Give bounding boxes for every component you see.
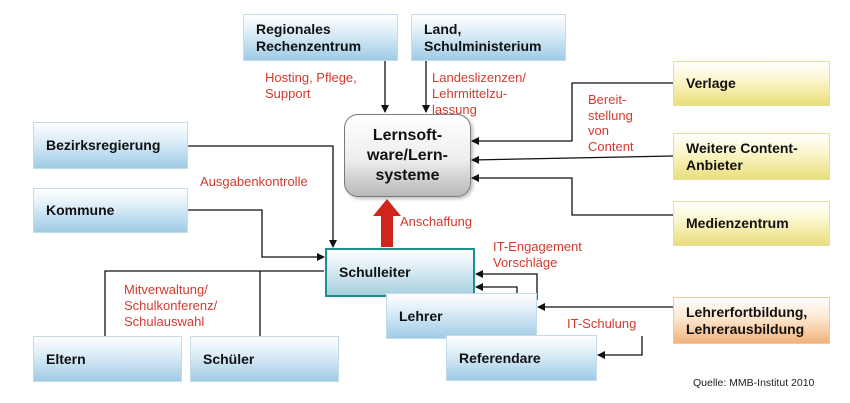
arrow-verlage-lernsoftware xyxy=(471,82,673,145)
box-lehrerfortbildung: Lehrerfortbildung, Lehrerausbildung xyxy=(673,297,830,344)
box-lernsoftware-lernsysteme: Lernsoft- ware/Lern- systeme xyxy=(344,114,471,197)
box-label: Medienzentrum xyxy=(686,215,789,231)
box-bezirksregierung: Bezirksregierung xyxy=(33,122,188,169)
arrow-bezirksregierung-schulleiter xyxy=(188,145,337,248)
box-label: Eltern xyxy=(46,350,86,367)
box-label: Weitere Content- Anbieter xyxy=(686,139,798,173)
label-hosting-pflege-support: Hosting, Pflege, Support xyxy=(265,70,357,101)
arrow-content-lernsoftware xyxy=(471,155,674,164)
arrow-kommune-schulleiter xyxy=(188,209,325,261)
line-eltern-schulleiter xyxy=(104,270,324,336)
box-eltern: Eltern xyxy=(33,336,182,382)
label-anschaffung: Anschaffung xyxy=(400,214,473,229)
box-referendare: Referendare xyxy=(446,335,597,381)
box-label: Lernsoft- ware/Lern- systeme xyxy=(367,126,448,184)
box-label: Lehrerfortbildung, Lehrerausbildung xyxy=(686,303,808,337)
source-note: Quelle: MMB-Institut 2010 xyxy=(693,377,815,389)
box-lehrer: Lehrer xyxy=(386,293,537,339)
label-it-engagement: IT-Engagement Vorschläge xyxy=(493,239,582,270)
box-medienzentrum: Medienzentrum xyxy=(673,201,830,246)
box-label: Regionales Rechenzentrum xyxy=(256,20,362,54)
box-label: Schulleiter xyxy=(339,264,411,280)
label-mitverwaltung: Mitverwaltung/ Schulkonferenz/ Schulausw… xyxy=(124,282,218,329)
box-schueler: Schüler xyxy=(190,336,339,382)
box-schulleiter: Schulleiter xyxy=(325,248,475,297)
box-label: Schüler xyxy=(203,350,255,367)
label-ausgabenkontrolle: Ausgabenkontrolle xyxy=(200,174,308,189)
box-label: Referendare xyxy=(459,349,541,366)
label-bereitstellung-content: Bereit- stellung von Content xyxy=(588,92,634,154)
arrow-fortbildung-referendare xyxy=(597,336,643,359)
box-land-schulministerium: Land, Schulministerium xyxy=(411,14,566,61)
arrow-lehrer-schulleiter xyxy=(475,270,538,300)
box-label: Verlage xyxy=(686,75,736,91)
label-it-schulung: IT-Schulung xyxy=(567,316,637,331)
arrow-medienzentrum-lernsoftware xyxy=(471,174,673,216)
label-landeslizenzen: Landeslizenzen/ Lehrmittelzu- lassung xyxy=(432,70,526,117)
box-label: Kommune xyxy=(46,202,115,218)
box-verlage: Verlage xyxy=(673,61,830,106)
red-arrow-anschaffung xyxy=(373,199,401,247)
box-weitere-content-anbieter: Weitere Content- Anbieter xyxy=(673,133,830,180)
box-label: Land, Schulministerium xyxy=(424,20,542,54)
box-regionales-rechenzentrum: Regionales Rechenzentrum xyxy=(243,14,398,61)
box-label: Bezirksregierung xyxy=(46,137,161,153)
box-label: Lehrer xyxy=(399,307,443,324)
box-kommune: Kommune xyxy=(33,188,188,233)
